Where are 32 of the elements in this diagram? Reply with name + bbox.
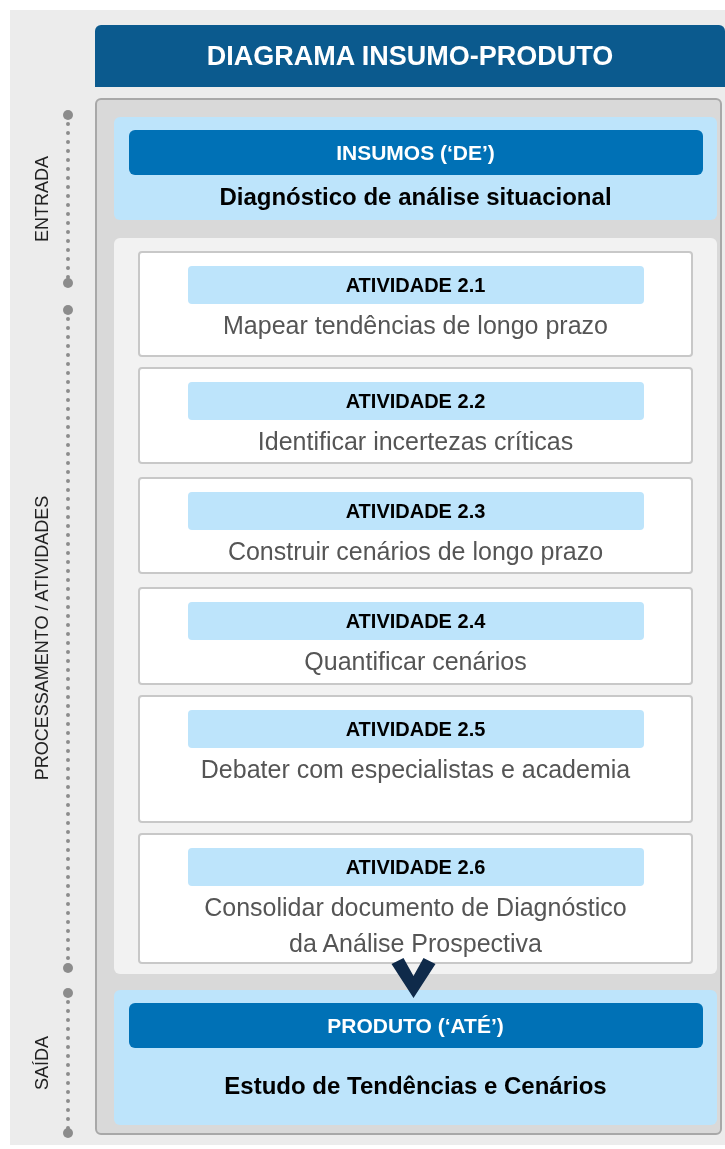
activity-box: [138, 477, 693, 574]
activity-box: [138, 695, 693, 823]
title-banner: [95, 25, 725, 87]
section-header: PRODUTO (‘ATÉ’): [128, 1003, 703, 1048]
output-text: Estudo de Tendências e Cenários: [224, 1071, 607, 1101]
activity-box: [138, 833, 693, 964]
activity-header: ATIVIDADE 2.1: [187, 266, 644, 304]
section-header: INSUMOS (‘DE’): [128, 130, 703, 175]
activities-panel: [114, 238, 717, 974]
activity-box: [138, 587, 693, 685]
activity-header: ATIVIDADE 2.4: [187, 602, 644, 640]
activity-header: ATIVIDADE 2.5: [187, 710, 644, 748]
phase-label: ENTRADA: [30, 156, 53, 242]
activity-text: Quantificar cenários: [303, 646, 528, 677]
chevron-arrow: [391, 958, 436, 998]
title-text: DIAGRAMA INSUMO-PRODUTO: [206, 39, 614, 73]
activity-header: ATIVIDADE 2.2: [187, 382, 644, 420]
activity-text: Construir cenários de longo prazo: [226, 536, 605, 567]
activity-box: [138, 251, 693, 357]
content-panel: [95, 98, 722, 1135]
activity-header: ATIVIDADE 2.3: [187, 492, 644, 530]
io-box: [114, 117, 717, 220]
phase-label: SAÍDA: [30, 1036, 53, 1090]
phase-label: PROCESSAMENTO / ATIVIDADES: [30, 495, 53, 781]
activity-text: Identificar incertezas críticas: [256, 426, 575, 457]
activity-header: ATIVIDADE 2.6: [187, 848, 644, 886]
activity-text: Consolidar documento de Diagnóstico da Análise Prospectiva: [203, 892, 628, 959]
activity-box: [138, 367, 693, 464]
activity-text: Debater com especialistas e academia: [199, 754, 632, 785]
activity-text: Mapear tendências de longo prazo: [222, 310, 609, 341]
io-box: [114, 990, 717, 1125]
output-text: Diagnóstico de análise situacional: [219, 182, 612, 212]
